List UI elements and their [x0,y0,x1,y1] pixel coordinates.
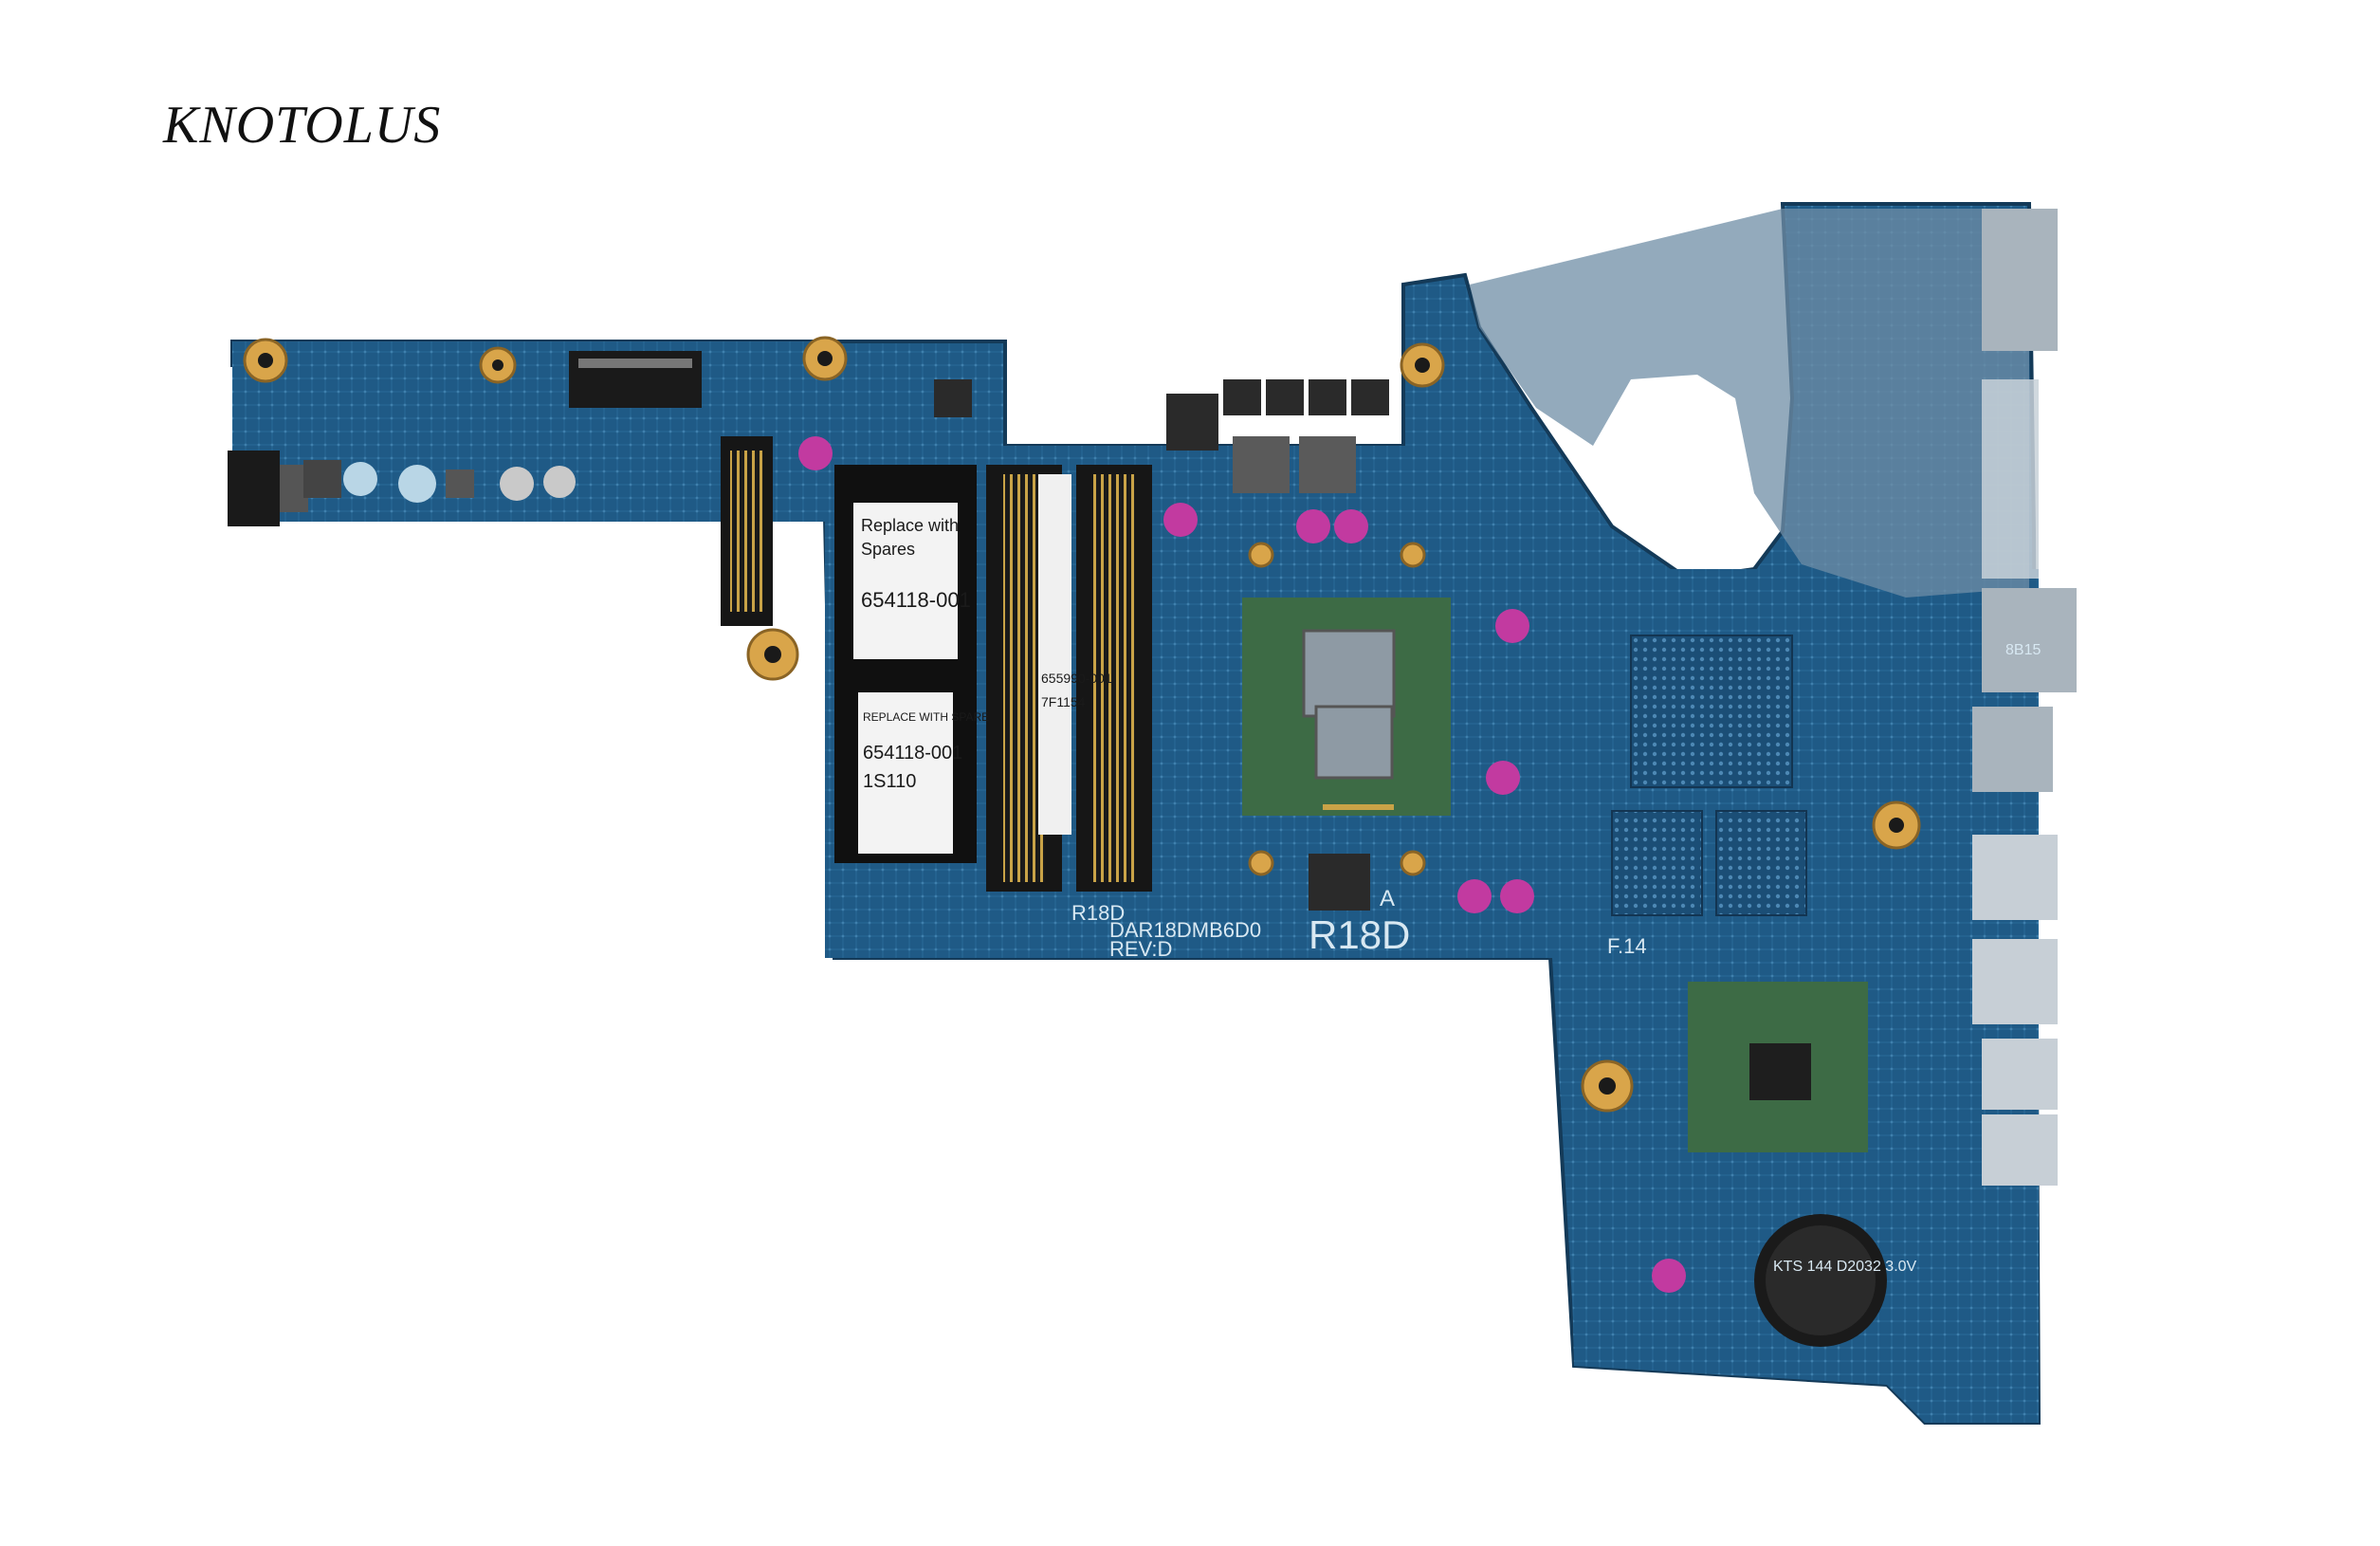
pch-die [1749,1043,1811,1100]
label-top-part: 654118-001 [861,588,971,612]
label-bottom [858,692,953,854]
vga-mark: 8B15 [2005,642,2041,658]
gpu-bga-area [1630,635,1793,788]
sticker-mid-line2: 7F1154 [1041,694,1086,709]
power-connector [228,451,280,526]
sticker-mid [1038,474,1071,835]
electrolytic-capacitors [798,436,1686,1293]
rear-ports [1972,209,2077,1186]
label-top [853,503,958,659]
label-bottom-part: 654118-001 [863,743,962,764]
board-code-large: R18D [1309,912,1410,957]
watermark-text: KNOTOLUS [163,96,442,155]
board-model: DAR18DMB6D0 [1109,918,1261,942]
board-code-small: R18D [1071,901,1125,925]
heatsink-tape [1982,379,2039,579]
vram-chips [1611,810,1807,916]
cpu-die-2 [1314,705,1394,780]
label-top-line2: Spares [861,540,915,559]
sticker-mid-line1: 655990-001 [1041,671,1112,686]
mark-a: A [1380,886,1395,911]
capacitors-left [303,460,576,503]
power-chokes [934,379,1389,911]
board-revision: REV:D [1109,937,1172,961]
label-top-line1: Replace with [861,516,959,535]
mark-f14: F.14 [1607,934,1647,958]
cpu-die-1 [1302,629,1396,718]
label-bottom-code: 1S110 [863,771,916,792]
label-bottom-line1: REPLACE WITH SPARE [863,710,989,724]
battery-text: KTS 144 D2032 3.0V [1773,1259,1917,1275]
heatsink-area [1470,209,2029,598]
